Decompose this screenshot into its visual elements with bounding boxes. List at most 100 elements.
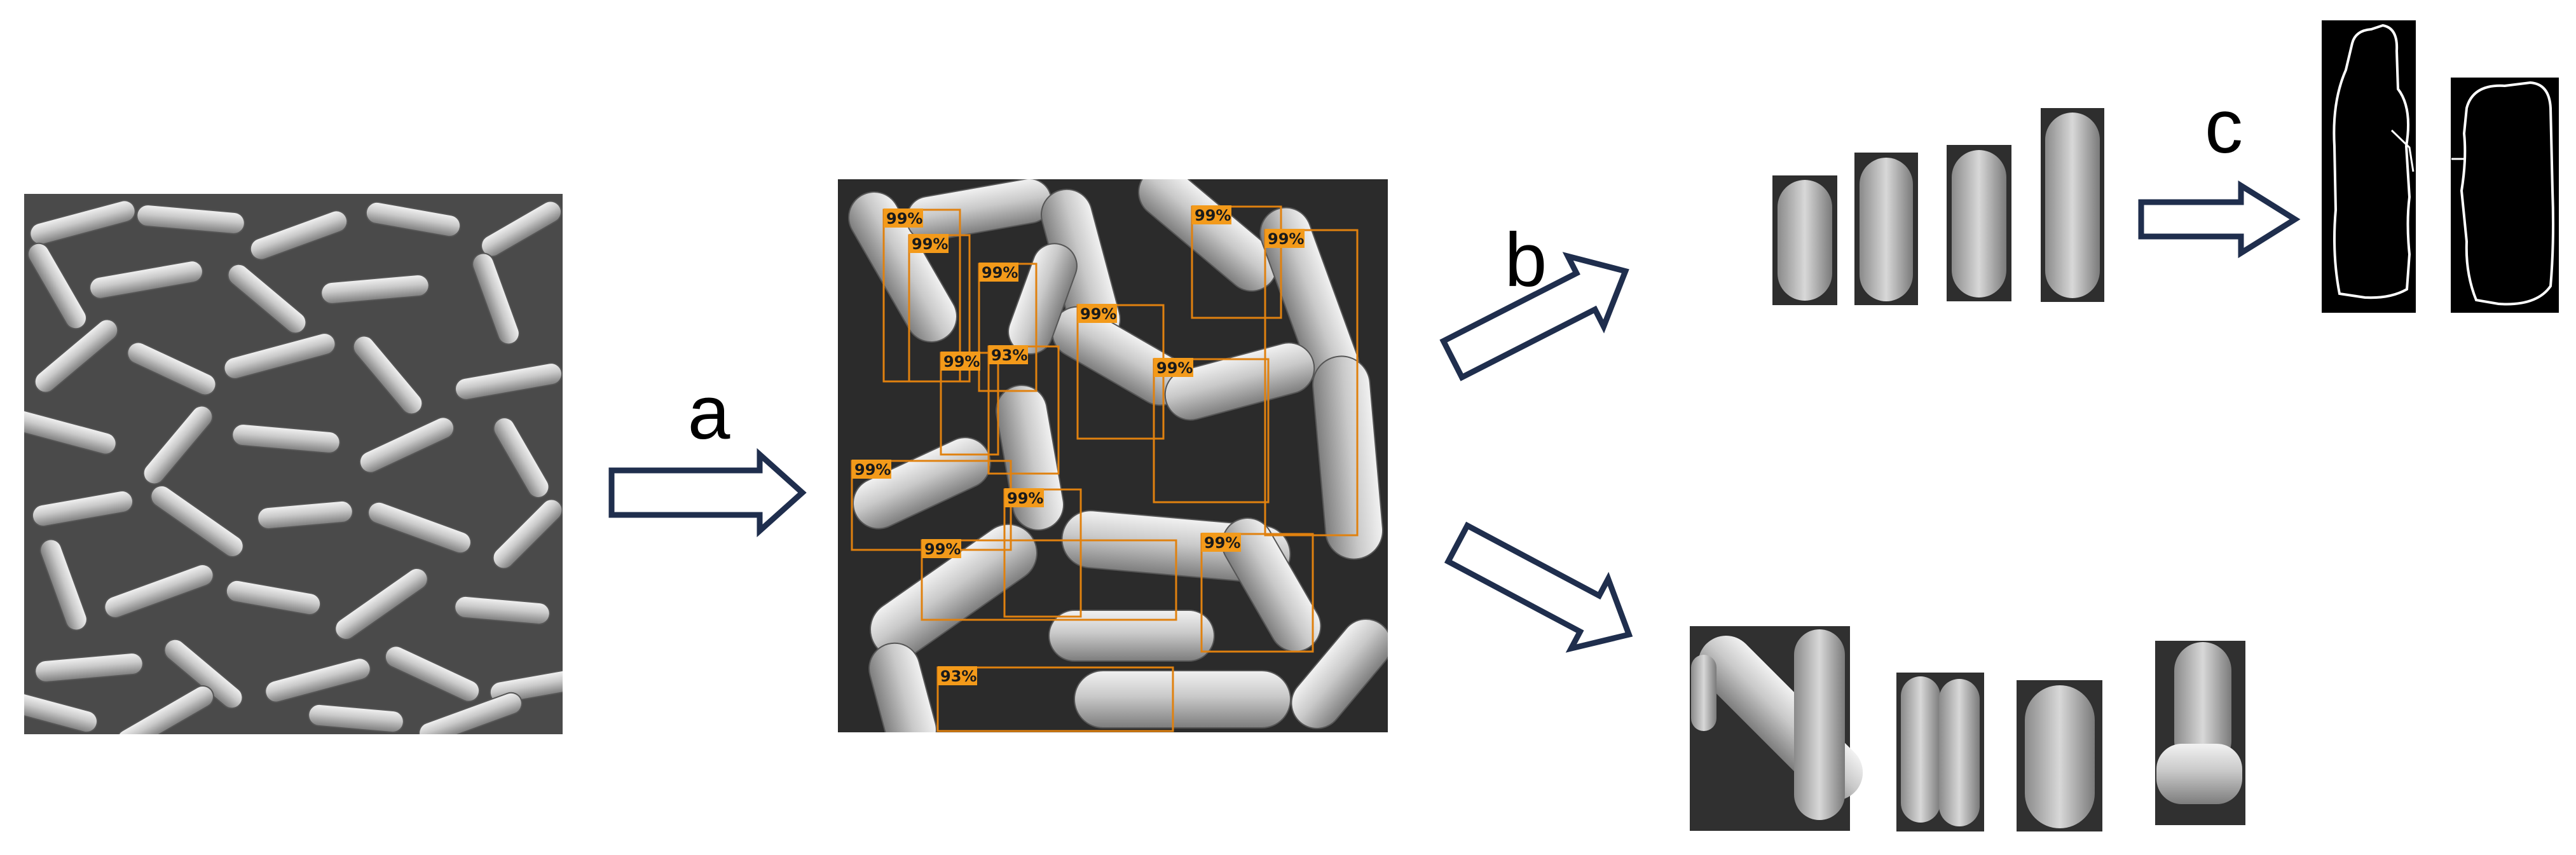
bacterium-rod <box>142 405 214 485</box>
multi-cell-crop <box>2155 641 2245 825</box>
bacterium-rod <box>308 703 404 734</box>
bacterium-rod <box>34 652 144 683</box>
detection-confidence-label: 99% <box>1156 359 1193 377</box>
detection-box <box>921 539 1177 621</box>
arrow-a <box>608 448 807 538</box>
detection-box <box>936 666 1174 732</box>
detection-label-bg <box>1004 488 1044 507</box>
bacterium-rod <box>24 409 117 455</box>
bacterium-rod <box>39 538 88 631</box>
bacterium-rod <box>225 579 322 616</box>
detection-label-bg <box>922 539 961 558</box>
detection-confidence-label: 99% <box>924 540 961 558</box>
detection-confidence-label: 99% <box>1268 230 1304 248</box>
bacterium-rod <box>1312 355 1384 560</box>
step-label-a: a <box>688 370 730 455</box>
segmented-contours <box>2322 20 2559 313</box>
detection-image: 99%99%99%99%93%99%99%99%99%99%99%99%99%9… <box>838 179 1388 732</box>
sem-input-image <box>24 194 563 734</box>
bacterium-rod <box>27 242 87 330</box>
detection-label-bg <box>979 263 1018 282</box>
bacterium-rod <box>418 692 523 734</box>
detection-label-bg <box>852 460 891 479</box>
bacterium-rod <box>127 341 217 396</box>
bacterium-rod <box>150 484 244 558</box>
detection-confidence-label: 99% <box>1080 305 1116 323</box>
detection-confidence-label: 99% <box>943 353 980 371</box>
bacterium-rod <box>231 423 341 454</box>
single-cell-crop <box>1947 145 2011 301</box>
single-cell-crop <box>1854 153 1918 305</box>
bacterium-rod <box>116 685 214 734</box>
detection-box <box>1264 229 1359 537</box>
bacterium-rod <box>384 645 481 702</box>
detection-confidence-label: 99% <box>886 210 922 228</box>
bacterium-rod <box>264 657 371 703</box>
bacterium-rod <box>365 201 462 238</box>
detection-label-bg <box>941 352 980 371</box>
step-label-c: c <box>2205 84 2243 169</box>
bacterium-rod <box>257 500 353 530</box>
bacterium-rod <box>24 690 99 734</box>
bacterium-rod <box>352 335 423 415</box>
detection-boxes: 99%99%99%99%93%99%99%99%99%99%99%99%99%9… <box>851 205 1359 732</box>
multi-cell-crops <box>1690 626 2245 831</box>
bacterium-rod <box>472 252 520 345</box>
arrow-c <box>2138 180 2301 259</box>
detection-confidence-label: 99% <box>1204 534 1240 552</box>
contour-mask <box>2322 20 2416 313</box>
detection-confidence-label: 99% <box>982 264 1018 282</box>
bacterium-rod <box>848 191 957 343</box>
bacterium-rod <box>359 416 455 474</box>
detection-confidence-label: 99% <box>854 461 891 479</box>
bacterium-rod <box>367 501 472 554</box>
bacterium-rod <box>869 523 1038 659</box>
bacterium-rod <box>1074 670 1291 728</box>
bacterium-rod <box>104 564 214 619</box>
detection-label-bg <box>1265 229 1305 248</box>
detection-confidence-label: 99% <box>912 235 948 253</box>
bacterium-rod <box>455 362 563 400</box>
bacterium-rod <box>163 638 243 709</box>
bacterium-rod <box>34 318 119 393</box>
bacterium-rod <box>249 210 348 261</box>
single-cell-crop <box>2041 108 2104 302</box>
bacterium-rod <box>320 274 430 304</box>
bacterium-rod <box>493 417 550 498</box>
detection-confidence-label: 93% <box>991 346 1027 364</box>
detection-label-bg <box>938 666 977 685</box>
bacterium-rod <box>31 490 134 527</box>
detection-label-bg <box>884 209 923 228</box>
bacterium-rod <box>1048 610 1215 662</box>
bacterium-rod <box>136 204 245 235</box>
detected-bacteria <box>848 179 1388 732</box>
bacterium-rod <box>454 595 551 626</box>
detection-confidence-label: 99% <box>1007 489 1043 507</box>
step-label-b: b <box>1505 217 1547 303</box>
detection-box <box>1191 205 1282 319</box>
bacterium-rod <box>1221 517 1322 652</box>
detection-label-bg <box>909 234 949 253</box>
bacterium-rod <box>481 200 562 257</box>
bacterium-rod <box>492 498 563 570</box>
detection-label-bg <box>1078 304 1117 323</box>
bacterium-rod <box>1291 619 1388 729</box>
bacterium-rod <box>868 642 937 732</box>
bacteria-cluster <box>24 200 563 734</box>
detection-confidence-label: 99% <box>1195 207 1231 224</box>
multi-cell-crop <box>1896 673 1984 831</box>
single-cell-crop <box>1772 175 1837 305</box>
bacterium-rod <box>89 260 203 299</box>
detection-label-bg <box>1202 533 1241 552</box>
bacterium-rod <box>223 332 336 380</box>
contour-mask <box>2451 78 2559 313</box>
single-cell-crops <box>1772 108 2104 305</box>
bacterium-rod <box>29 200 136 245</box>
bacterium-rod <box>1164 342 1315 421</box>
detection-label-bg <box>1154 358 1193 377</box>
detection-label-bg <box>1192 205 1231 224</box>
arrow-multi-cell <box>1444 521 1633 653</box>
detection-label-bg <box>989 345 1028 364</box>
multi-cell-crop <box>1690 626 1863 831</box>
